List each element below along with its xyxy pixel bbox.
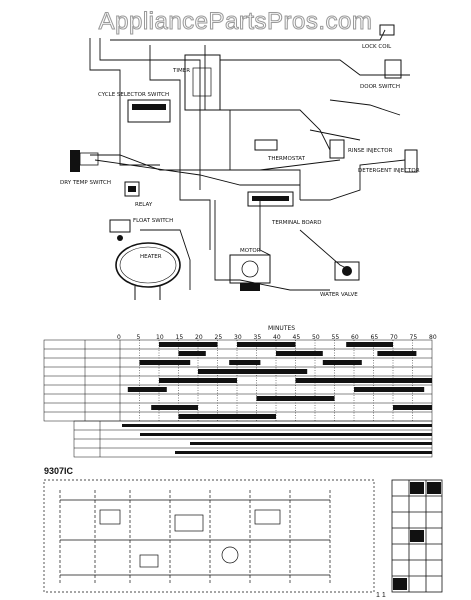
lock-coil: LOCK COIL [362, 24, 395, 50]
door-switch: DOOR SWITCH [360, 59, 402, 90]
timer-bar [151, 405, 198, 410]
tick-label: 50 [312, 334, 320, 341]
timer-bar [178, 351, 206, 356]
schematic-rails [60, 499, 330, 576]
harness-wire [309, 129, 361, 141]
tick-label: 65 [371, 334, 379, 341]
harness-wire [214, 200, 330, 291]
option-bar [175, 451, 432, 454]
detergent-injector: DETERGENT INJECTOR [358, 149, 420, 174]
tick-labels: 0 5 10 15 20 25 30 35 40 45 50 55 60 65 70 75 80 [117, 334, 437, 341]
schematic-frame [43, 479, 375, 593]
page-number: 1 1 [376, 592, 386, 599]
timer-label: TIMER [172, 68, 190, 74]
door-switch-label: DOOR SWITCH [360, 84, 400, 90]
switch-table-cells [393, 482, 441, 590]
timer-bar [295, 378, 432, 383]
schematic-component [254, 509, 281, 525]
rinse-injector-label: RINSE INJECTOR [348, 148, 393, 154]
cycle-selector-switch: CYCLE SELECTOR SWITCH [98, 92, 171, 123]
tick-label: 15 [176, 334, 184, 341]
motor-label: MOTOR [240, 248, 261, 254]
heater: HEATER [115, 242, 181, 300]
timer-bar [346, 342, 393, 347]
timer-bar [127, 387, 167, 392]
timer-bar [393, 405, 432, 410]
harness-wire [204, 45, 301, 200]
tick-label: 60 [351, 334, 359, 341]
harness-wire [329, 99, 401, 116]
schematic-component [174, 514, 204, 532]
relay-label: RELAY [135, 202, 153, 208]
harness-wire [140, 229, 191, 290]
terminal-board-label: TERMINAL BOARD [271, 220, 321, 226]
thermostat: THERMOSTAT [254, 139, 306, 162]
rinse-injector: RINSE INJECTOR [329, 139, 393, 159]
lock-coil-label: LOCK COIL [362, 44, 392, 50]
timer-bar [159, 378, 237, 383]
tick-label: 70 [390, 334, 398, 341]
timer-bar [139, 360, 191, 365]
tick-label: 40 [273, 334, 281, 341]
tick-label: 0 [117, 334, 121, 341]
water-valve: WATER VALVE [320, 261, 360, 298]
option-bar [190, 442, 432, 445]
harness-wire [89, 38, 160, 166]
tick-label: 10 [156, 334, 164, 341]
switch-table [391, 479, 443, 593]
timer-bar [354, 387, 425, 392]
timer-bar [178, 414, 276, 419]
chart-bars [122, 342, 432, 454]
tick-label: 30 [234, 334, 242, 341]
option-bar [140, 433, 432, 436]
harness-wire [149, 45, 211, 250]
harness-wire [220, 109, 331, 151]
schematic-component [221, 546, 239, 564]
timer-bar [276, 351, 323, 356]
timer: TIMER [172, 54, 221, 111]
dry-temp-switch-label: DRY TEMP SWITCH [60, 180, 111, 186]
timer-bar [237, 342, 296, 347]
harness-wire [300, 159, 406, 201]
tick-label: 55 [332, 334, 340, 341]
tick-label: 80 [429, 334, 437, 341]
timer-bar [229, 360, 261, 365]
schematic-component [139, 554, 159, 568]
timer-bar [377, 351, 417, 356]
timer-bar [256, 396, 335, 401]
harness-wire [110, 29, 386, 41]
tick-label: 25 [215, 334, 223, 341]
timer-bar [322, 360, 362, 365]
model-number: 9307IC [44, 466, 74, 476]
motor: MOTOR [229, 248, 271, 291]
tick-label: 45 [293, 334, 301, 341]
schematic-branches [59, 490, 331, 585]
harness-wire [94, 159, 300, 186]
terminal-board: TERMINAL BOARD [247, 191, 321, 226]
schematic-component [99, 509, 121, 525]
relay: RELAY [124, 181, 153, 208]
thermostat-label: THERMOSTAT [267, 156, 306, 162]
detergent-injector-label: DETERGENT INJECTOR [358, 168, 420, 174]
heater-label: HEATER [140, 254, 162, 260]
minutes-header: MINUTES [268, 325, 295, 332]
harness-wire [259, 200, 271, 256]
harness-wire [90, 154, 341, 171]
tick-label: 75 [410, 334, 418, 341]
dry-temp-switch: DRY TEMP SWITCH [60, 150, 111, 186]
option-bar [122, 424, 432, 427]
watermark: AppliancePartsPros.com [98, 8, 373, 36]
tick-label: 20 [195, 334, 203, 341]
float-switch-label: FLOAT SWITCH [133, 218, 173, 224]
tick-label: 5 [137, 334, 141, 341]
tick-label: 35 [254, 334, 262, 341]
water-valve-label: WATER VALVE [320, 292, 358, 298]
cycle-selector-switch-label: CYCLE SELECTOR SWITCH [98, 92, 169, 98]
timer-bar [159, 342, 218, 347]
float-switch: FLOAT SWITCH [109, 218, 173, 241]
timer-bar [198, 369, 308, 374]
